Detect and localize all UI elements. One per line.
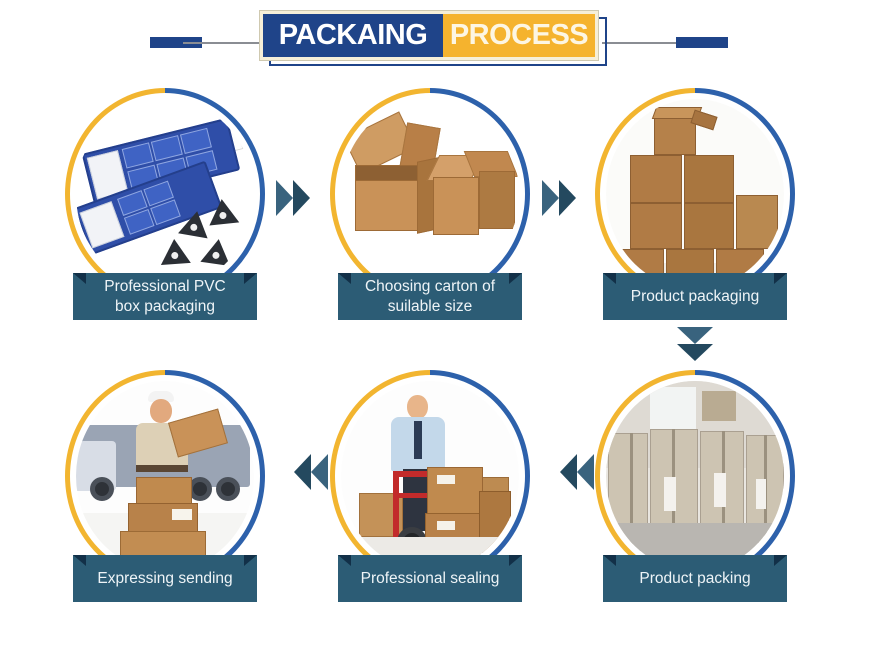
step-2-caption-line1: Choosing carton of xyxy=(364,278,496,296)
caption-notch-right xyxy=(774,273,787,284)
step-panel-4[interactable]: Product packing xyxy=(595,370,795,602)
scene-courier-truck xyxy=(76,381,254,571)
caption-notch-left xyxy=(73,555,86,566)
step-2-caption: Choosing carton of suilable size xyxy=(338,273,522,320)
arrow-step2-to-step3 xyxy=(540,176,596,220)
step-panel-3[interactable]: Product packaging xyxy=(595,88,795,320)
caption-notch-right xyxy=(244,555,257,566)
step-4-caption: Product packing xyxy=(603,555,787,602)
header-line-left xyxy=(183,42,276,44)
caption-notch-left xyxy=(603,273,616,284)
caption-notch-left xyxy=(603,555,616,566)
header-dash-right xyxy=(676,37,728,48)
caption-notch-right xyxy=(509,555,522,566)
header-banner: PACKAING PROCESS xyxy=(260,11,598,60)
step-1-caption: Professional PVC box packaging xyxy=(73,273,257,320)
caption-notch-left xyxy=(338,555,351,566)
page-title-part1: PACKAING xyxy=(278,19,428,51)
step-6-caption: Expressing sending xyxy=(73,555,257,602)
step-2-circle xyxy=(330,88,530,300)
caption-notch-right xyxy=(774,555,787,566)
step-panel-6[interactable]: Expressing sending xyxy=(65,370,265,602)
arrow-step1-to-step2 xyxy=(274,176,330,220)
step-1-image xyxy=(76,99,254,289)
caption-notch-right xyxy=(509,273,522,284)
step-1-caption-line1: Professional PVC xyxy=(104,278,226,296)
header-dash-left xyxy=(150,37,202,48)
step-6-image xyxy=(76,381,254,571)
scene-warehouse-crates xyxy=(606,381,784,571)
step-6-caption-line1: Expressing sending xyxy=(97,569,233,587)
step-3-circle xyxy=(595,88,795,300)
step-3-caption: Product packaging xyxy=(603,273,787,320)
step-5-circle xyxy=(330,370,530,582)
header: PACKAING PROCESS xyxy=(0,0,877,80)
step-4-circle xyxy=(595,370,795,582)
caption-notch-right xyxy=(244,273,257,284)
arrow-step4-to-step5 xyxy=(540,450,596,494)
step-2-image xyxy=(341,99,519,289)
step-panel-2[interactable]: Choosing carton of suilable size xyxy=(330,88,530,320)
step-3-caption-line1: Product packaging xyxy=(630,287,760,305)
scene-pvc-insert-box xyxy=(76,99,254,289)
scene-hand-truck-worker xyxy=(341,381,519,571)
step-6-circle xyxy=(65,370,265,582)
scene-stacked-boxes xyxy=(606,99,784,289)
step-panel-1[interactable]: Professional PVC box packaging xyxy=(65,88,265,320)
header-title-secondary-block: PROCESS xyxy=(443,14,595,57)
step-4-image xyxy=(606,381,784,571)
step-3-image xyxy=(606,99,784,289)
page-title-part2: PROCESS xyxy=(449,19,589,51)
arrow-step3-to-step4 xyxy=(673,325,717,377)
caption-notch-left xyxy=(338,273,351,284)
scene-open-cartons xyxy=(341,99,519,289)
step-panel-5[interactable]: Professional sealing xyxy=(330,370,530,602)
step-1-circle xyxy=(65,88,265,300)
step-5-caption: Professional sealing xyxy=(338,555,522,602)
step-2-caption-line2: suilable size xyxy=(387,297,473,315)
caption-notch-left xyxy=(73,273,86,284)
arrow-step5-to-step6 xyxy=(274,450,330,494)
step-5-caption-line1: Professional sealing xyxy=(360,569,500,587)
step-4-caption-line1: Product packing xyxy=(639,569,751,587)
step-5-image xyxy=(341,381,519,571)
step-1-caption-line2: box packaging xyxy=(115,297,215,315)
header-line-right xyxy=(602,42,695,44)
header-title-primary-block: PACKAING xyxy=(263,14,443,57)
